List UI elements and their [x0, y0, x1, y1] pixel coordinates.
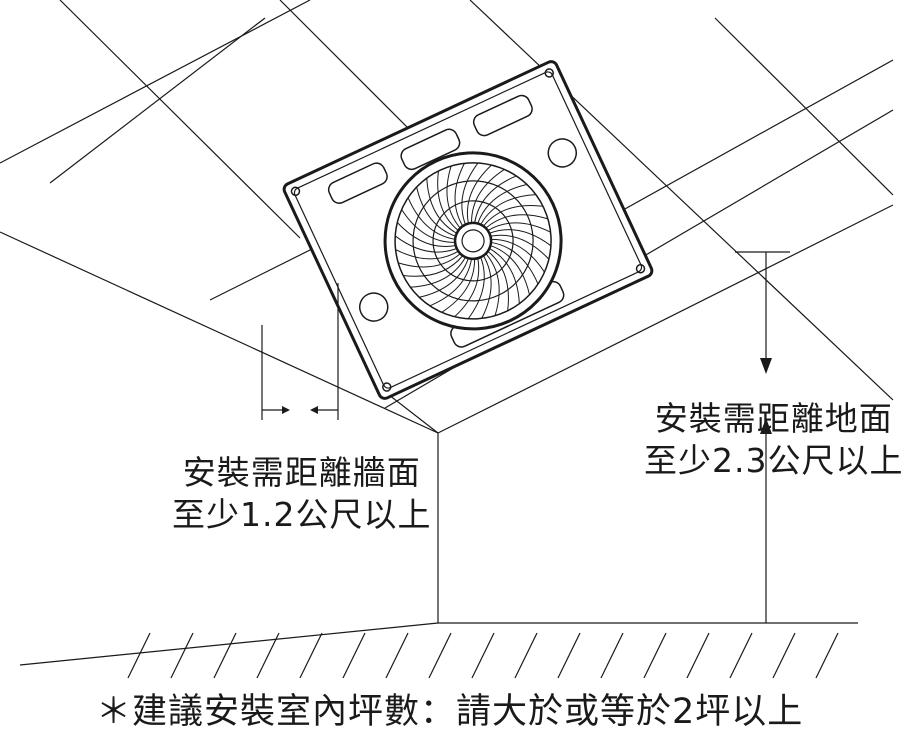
fan-grille-spoke — [480, 194, 536, 225]
floor-hatch-line — [213, 632, 237, 679]
wall-distance-dimension — [261, 283, 339, 420]
fan-grille-spoke — [467, 257, 485, 320]
arrow-left-icon — [310, 406, 338, 414]
fan-grille-spoke — [416, 186, 456, 237]
floor-hatch-line — [815, 632, 839, 679]
fan-grille-spoke — [454, 258, 480, 318]
floor-hatch-line — [299, 632, 323, 679]
fan-grille-spoke — [490, 245, 530, 295]
fan-grille-spoke — [394, 235, 457, 253]
fan-grille-spoke — [407, 197, 456, 240]
floor-hatch-line — [170, 632, 194, 679]
floor-hatch-line — [256, 632, 280, 679]
fan-grille-spoke — [403, 255, 464, 277]
wall-distance-line-2: 至少1.2公尺以上 — [172, 495, 432, 535]
fan-grille-spoke — [419, 258, 469, 298]
floor-hatch-line — [342, 632, 366, 679]
fan-grille-spoke — [395, 249, 459, 260]
fan-grille-spoke — [474, 175, 517, 224]
arrow-down-icon — [760, 252, 772, 374]
floor-distance-line-1: 安裝需距離地面 — [654, 399, 893, 438]
floor-distance-label: 安裝需距離地面 至少2.3公尺以上 — [644, 398, 903, 482]
floor-hatch-line — [127, 632, 151, 679]
fan-grille-spoke — [454, 163, 465, 227]
fan-grille-spoke — [481, 255, 492, 319]
fan-grille-spoke — [410, 256, 466, 288]
fan-grille-spoke — [487, 250, 509, 311]
fan-grille-spoke — [426, 178, 457, 234]
fan-grille-spoke — [485, 253, 500, 316]
floor-hatch-line — [471, 632, 495, 679]
fan-grille-spoke — [441, 258, 476, 313]
fan-grille-spoke — [489, 229, 552, 247]
floor-hatch-line — [557, 632, 581, 679]
fan-grille-spoke — [489, 248, 520, 304]
floor-distance-line-2: 至少2.3公尺以上 — [644, 441, 903, 481]
fan-grille-spoke — [446, 165, 461, 229]
fan-grille-spoke — [487, 222, 551, 233]
fan-grille-spoke — [477, 183, 527, 224]
wall-distance-line-1: 安裝需距離牆面 — [182, 453, 421, 492]
fan-grille-spoke — [485, 214, 549, 229]
fan-grille-spoke — [491, 238, 545, 273]
fan-grille-spoke — [396, 222, 456, 247]
fan-grille-spoke — [467, 164, 492, 224]
fan-grille-spoke — [490, 241, 539, 285]
fan-grille-spoke — [437, 170, 459, 231]
fan-grille-spoke — [483, 205, 544, 227]
floor-hatch-line — [428, 632, 452, 679]
floor-hatch-line — [514, 632, 538, 679]
floor-hatch-line — [686, 632, 710, 679]
room-size-footnote: ＊建議安裝室內坪數：請大於或等於2坪以上 — [96, 692, 804, 732]
arrow-up-icon — [760, 418, 772, 623]
arrow-right-icon — [262, 406, 290, 414]
floor-hatch-line — [385, 632, 409, 679]
floor-hatch-line — [772, 632, 796, 679]
fan-grille-spoke — [461, 162, 479, 225]
floor-hatching — [19, 622, 858, 679]
fan-grille-spoke — [398, 253, 461, 268]
floor-hatch-line — [729, 632, 753, 679]
fan-grille-spoke — [401, 209, 456, 243]
ceiling-fan-icon — [282, 60, 654, 400]
wall-distance-label: 安裝需距離牆面 至少1.2公尺以上 — [172, 452, 431, 536]
floor-hatch-line — [643, 632, 667, 679]
fan-grille-spoke — [490, 234, 550, 260]
floor-hatch-line — [600, 632, 624, 679]
fan-grille-spoke — [471, 169, 505, 223]
fan-grille-spoke — [429, 258, 473, 307]
floor-distance-dimension — [735, 251, 790, 623]
